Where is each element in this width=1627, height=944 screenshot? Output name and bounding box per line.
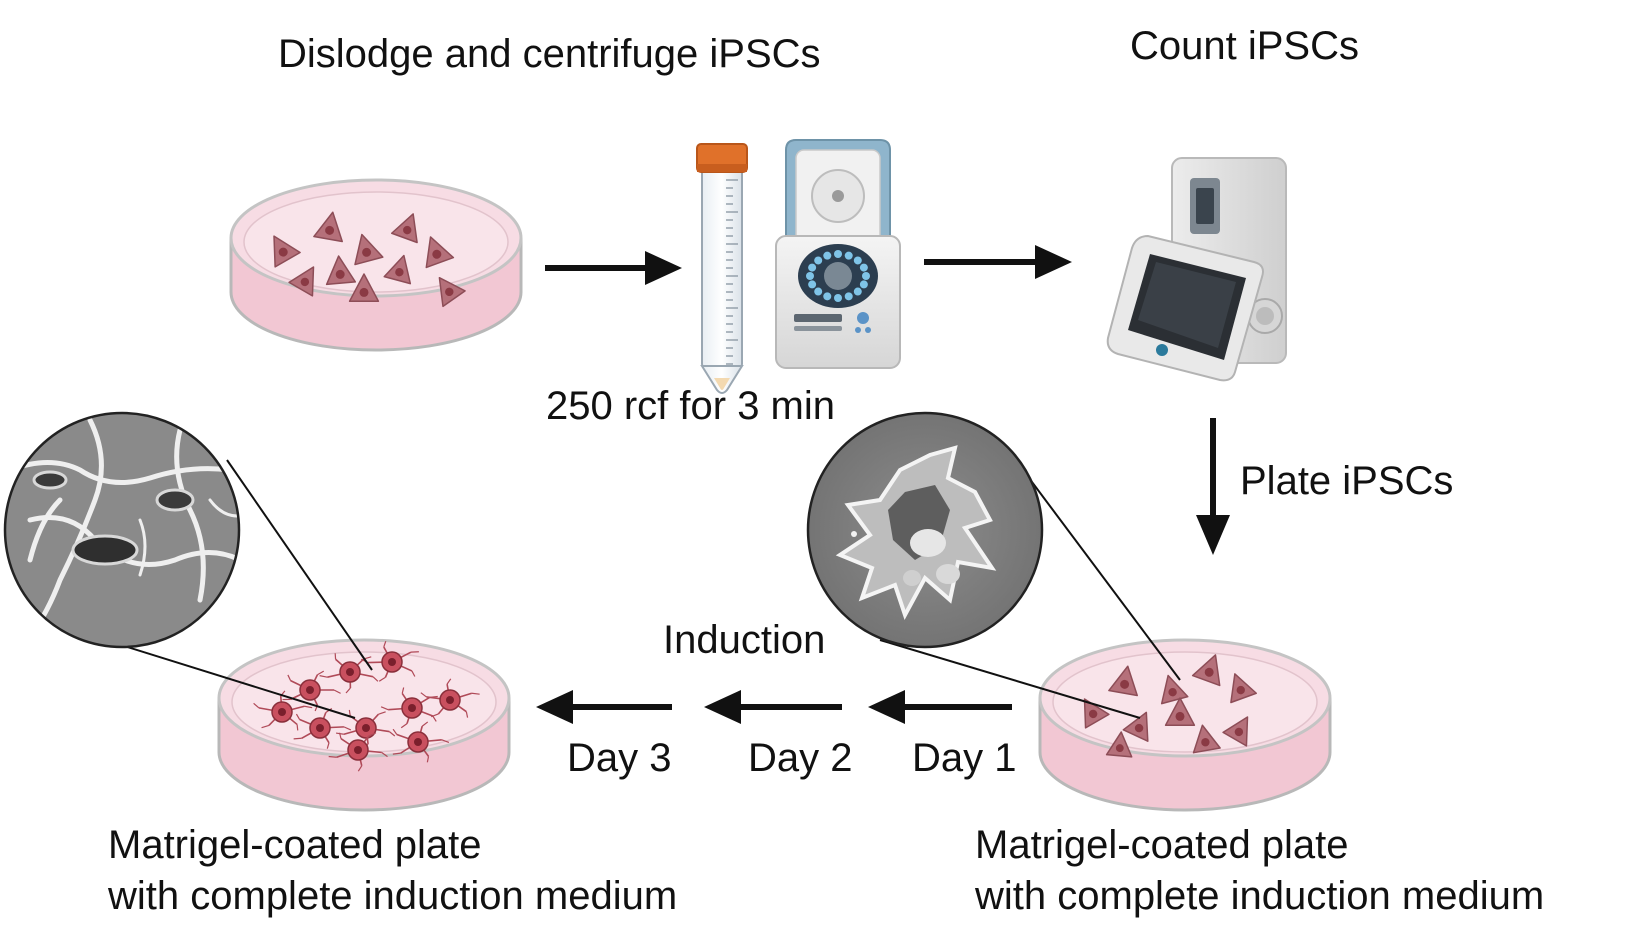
centrifuge-setting-label: 250 rcf for 3 min	[546, 384, 836, 428]
step-title-induction: Induction	[663, 618, 826, 662]
neuron-cell	[319, 653, 379, 694]
ipsc-cell	[1108, 665, 1138, 697]
ipsc-cell	[383, 254, 412, 285]
induced-neuron-cells	[253, 640, 480, 772]
ipsc-cell	[354, 233, 384, 266]
neuron-cell	[420, 678, 480, 718]
left-plate-caption: Matrigel-coated plate with complete indu…	[108, 820, 677, 922]
micrograph-day1	[806, 411, 1181, 719]
left-plate-caption-line2: with complete induction medium	[108, 874, 678, 919]
step-title-count: Count iPSCs	[1130, 24, 1359, 68]
arrow-day3	[536, 690, 672, 724]
arrow-centrifuge-to-counter	[924, 245, 1072, 279]
arrow-dish-to-tube	[545, 251, 682, 285]
day-1-label: Day 1	[912, 736, 1017, 780]
cell-counter-icon	[1106, 157, 1287, 382]
ipsc-cell	[273, 235, 301, 268]
neuron-cell	[282, 670, 341, 712]
micrograph-day3	[3, 411, 373, 719]
ipsc-cell	[1105, 731, 1133, 758]
ipsc-cell	[288, 266, 315, 297]
neuron-cell	[392, 721, 450, 763]
ipsc-cell	[438, 276, 466, 308]
petri-dish-icon	[229, 178, 523, 352]
ipsc-cell	[1191, 654, 1221, 687]
day-3-label: Day 3	[567, 736, 672, 780]
step-title-plate: Plate iPSCs	[1240, 459, 1454, 503]
arrow-day2	[704, 690, 842, 724]
plated-ipsc-cells	[1083, 654, 1258, 758]
arrow-counter-to-plate	[1196, 418, 1230, 555]
centrifuge-icon	[775, 139, 901, 369]
ipsc-cell	[313, 211, 343, 243]
ipsc-cell	[1122, 711, 1149, 742]
right-plate-caption-line2: with complete induction medium	[975, 874, 1545, 919]
ipsc-cell	[1083, 698, 1110, 729]
ipsc-cell	[325, 255, 357, 286]
right-plate-caption-line1: Matrigel-coated plate	[975, 823, 1349, 867]
ipsc-cell	[1164, 697, 1196, 726]
neuron-cell	[380, 687, 438, 729]
step-title-dislodge: Dislodge and centrifuge iPSCs	[278, 32, 821, 76]
conical-tube-icon	[696, 143, 748, 394]
left-plate-caption-line1: Matrigel-coated plate	[108, 823, 482, 867]
arrow-day1	[868, 690, 1012, 724]
ipsc-cell	[1222, 716, 1249, 747]
neuron-cell	[361, 640, 419, 682]
neuron-cell	[328, 732, 388, 772]
ipsc-cells	[273, 211, 466, 308]
ipsc-cell	[425, 236, 455, 269]
ipsc-cell	[1192, 724, 1221, 754]
neuron-cell	[253, 690, 313, 731]
ipsc-cell	[1230, 673, 1258, 704]
ipsc-cell	[348, 273, 380, 302]
day-2-label: Day 2	[748, 736, 853, 780]
ipsc-cell	[390, 213, 418, 244]
right-plate-caption: Matrigel-coated plate with complete indu…	[975, 820, 1544, 922]
ipsc-cell	[1160, 674, 1189, 705]
